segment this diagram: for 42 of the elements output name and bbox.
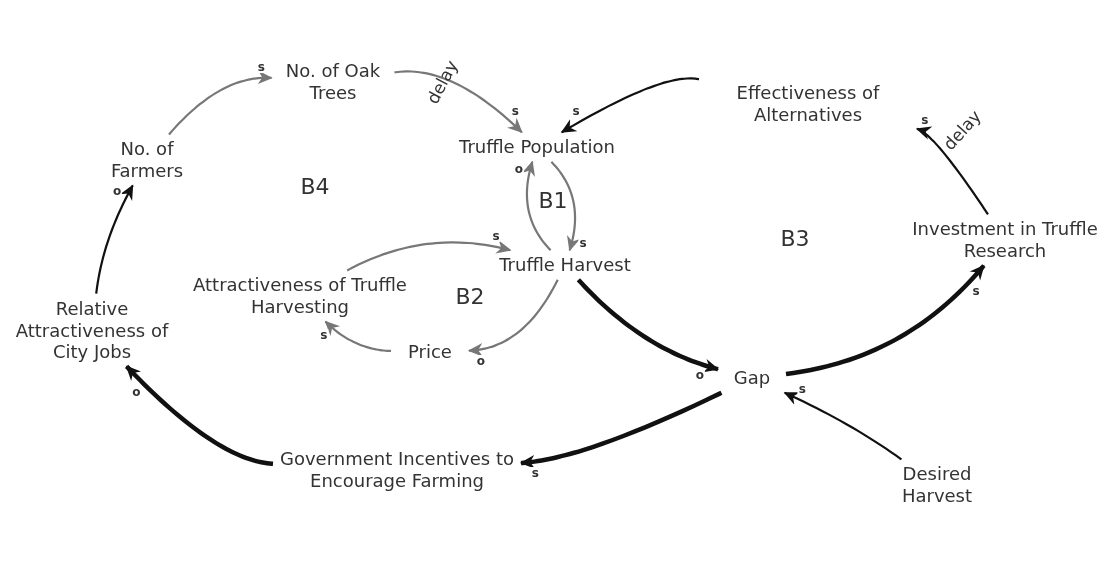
polarity-label: s [510,105,520,118]
causal-arrow [576,278,720,373]
loop-label: B1 [538,187,568,213]
polarity-label: o [513,163,524,176]
variable-label: No. of Oak Trees [275,60,391,104]
polarity-label: s [571,105,581,118]
polarity-label: s [530,466,540,479]
polarity-label: o [475,354,486,367]
variable-label: Price [395,341,465,363]
polarity-label: s [920,114,930,127]
loop-label: B2 [455,283,485,309]
polarity-label: s [578,236,588,249]
variable-label: Investment in Truffle Research [910,218,1100,262]
causal-arrow [124,364,275,467]
causal-arrow [783,391,903,461]
variable-label: Effectiveness of Alternatives [703,82,913,126]
causal-arrow [168,70,273,136]
variable-label: No. of Farmers [97,138,197,182]
polarity-label: s [319,329,329,341]
causal-arrow [785,264,986,377]
causal-arrow [346,240,512,272]
variable-label: Relative Attractiveness of City Jobs [4,297,180,363]
polarity-label: o [131,386,142,399]
variable-label: Desired Harvest [882,463,992,507]
causal-arrow [324,320,392,353]
causal-arrow [519,390,723,469]
causal-arrow [915,126,989,216]
causal-arrow [521,160,552,251]
polarity-label: o [112,185,123,198]
variable-label: Gap [722,367,782,389]
causal-arrow [467,279,559,357]
causal-arrow [394,70,523,133]
variable-label: Government Incentives to Encourage Farming [277,448,517,492]
variable-label: Truffle Population [437,136,637,158]
loop-label: B3 [780,225,810,251]
loop-label: B4 [300,173,330,199]
variable-label: Attractiveness of Truffle Harvesting [187,274,413,318]
variable-label: Truffle Harvest [480,254,650,276]
causal-arrow [560,77,700,134]
causal-arrow [550,161,581,252]
causal-arrow [95,184,134,294]
polarity-label: o [694,369,705,382]
